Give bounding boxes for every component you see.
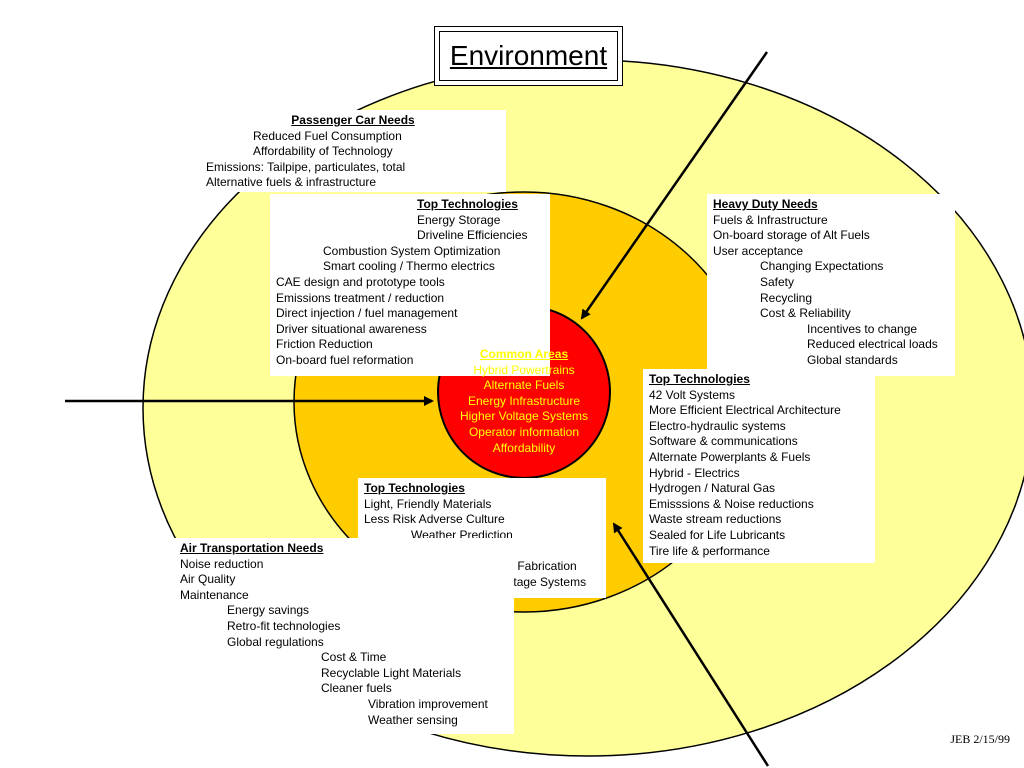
list-item: Recyclable Light Materials xyxy=(321,665,462,680)
list-item: Alternate Powerplants & Fuels xyxy=(649,449,811,464)
list-item: Electro-hydraulic systems xyxy=(649,418,786,433)
list-item: Emissions treatment / reduction xyxy=(276,290,445,305)
list-item: On-board storage of Alt Fuels xyxy=(713,228,870,243)
list-item: Direct injection / fuel management xyxy=(276,306,458,321)
list-item: Maintenance xyxy=(180,587,249,602)
list-item: Reduced electrical loads xyxy=(807,337,938,352)
list-item: Reduced Fuel Consumption xyxy=(253,128,402,143)
footer-date: JEB 2/15/99 xyxy=(950,732,1010,746)
list-item: Energy Storage xyxy=(417,212,501,227)
list-item: Alternate Fuels xyxy=(483,378,565,393)
list-item: Emissions: Tailpipe, particulates, total xyxy=(206,159,406,174)
arrow-bottom-right xyxy=(612,522,770,767)
list-item: Hydrogen / Natural Gas xyxy=(649,481,776,496)
list-item: Cleaner fuels xyxy=(321,681,392,696)
list-item: Global standards xyxy=(807,352,898,367)
list-item: Safety xyxy=(760,274,795,289)
list-item: Driveline Efficiencies xyxy=(417,228,528,243)
list-item: Higher Voltage Systems xyxy=(459,409,589,424)
list-item: Less Risk Adverse Culture xyxy=(364,512,505,527)
common-heading: Common Areas xyxy=(479,347,569,361)
list-item: Software & communications xyxy=(649,434,798,449)
list-item: Fuels & Infrastructure xyxy=(713,212,828,227)
arrow-top-right xyxy=(580,51,769,320)
common-areas: Common Areas Hybrid Powertrains Alternat… xyxy=(438,307,610,477)
list-item: Recycling xyxy=(760,290,813,305)
list-item: Air Quality xyxy=(180,572,236,587)
list-item: Energy savings xyxy=(227,603,310,618)
top-left-heading: Top Technologies xyxy=(417,197,518,211)
list-item: Alternative fuels & infrastructure xyxy=(206,175,377,190)
list-item: More Efficient Electrical Architecture xyxy=(649,403,841,418)
page-title: Environment xyxy=(439,31,618,81)
air-heading: Air Transportation Needs xyxy=(180,541,324,555)
list-item: User acceptance xyxy=(713,243,804,258)
list-item: Vibration improvement xyxy=(368,696,488,711)
top-bottom-heading: Top Technologies xyxy=(364,481,465,495)
list-item: Combustion System Optimization xyxy=(323,243,501,258)
heavy-heading: Heavy Duty Needs xyxy=(713,197,818,211)
title-box: Environment xyxy=(434,26,623,86)
list-item: Incentives to change xyxy=(807,321,918,336)
list-item: Smart cooling / Thermo electrics xyxy=(323,259,495,274)
list-item: Light, Friendly Materials xyxy=(364,496,492,511)
top-technologies-right: Top Technologies 42 Volt Systems More Ef… xyxy=(643,369,875,563)
list-item: Weather sensing xyxy=(368,712,458,727)
list-item: Driver situational awareness xyxy=(276,321,427,336)
list-item: Changing Expectations xyxy=(760,259,884,274)
top-right-heading: Top Technologies xyxy=(649,372,750,386)
list-item: Global regulations xyxy=(227,634,324,649)
list-item: Hybrid Powertrains xyxy=(473,362,575,377)
list-item: Sealed for Life Lubricants xyxy=(649,527,786,542)
list-item: Emisssions & Noise reductions xyxy=(649,496,814,511)
passenger-heading: Passenger Car Needs xyxy=(291,113,415,127)
air-transportation-needs: Air Transportation Needs Noise reduction… xyxy=(174,538,514,734)
list-item: Affordability of Technology xyxy=(253,144,393,159)
top-technologies-left: Top Technologies Energy Storage Drivelin… xyxy=(270,194,550,376)
list-item: Noise reduction xyxy=(180,556,264,571)
list-item: 42 Volt Systems xyxy=(649,387,736,402)
list-item: Waste stream reductions xyxy=(649,512,782,527)
list-item: Operator information xyxy=(468,424,580,439)
list-item: CAE design and prototype tools xyxy=(276,274,445,289)
list-item: Cost & Reliability xyxy=(760,306,851,321)
list-item: Retro-fit technologies xyxy=(227,618,341,633)
list-item: On-board fuel reformation xyxy=(276,352,414,367)
list-item: Friction Reduction xyxy=(276,337,373,352)
list-item: Affordability xyxy=(492,440,556,455)
list-item: Cost & Time xyxy=(321,650,387,665)
heavy-duty-needs: Heavy Duty Needs Fuels & Infrastructure … xyxy=(707,194,955,376)
list-item: Energy Infrastructure xyxy=(467,393,581,408)
list-item: Hybrid - Electrics xyxy=(649,465,740,480)
list-item: Tire life & performance xyxy=(649,543,770,558)
passenger-car-needs: Passenger Car Needs Reduced Fuel Consump… xyxy=(200,110,506,192)
